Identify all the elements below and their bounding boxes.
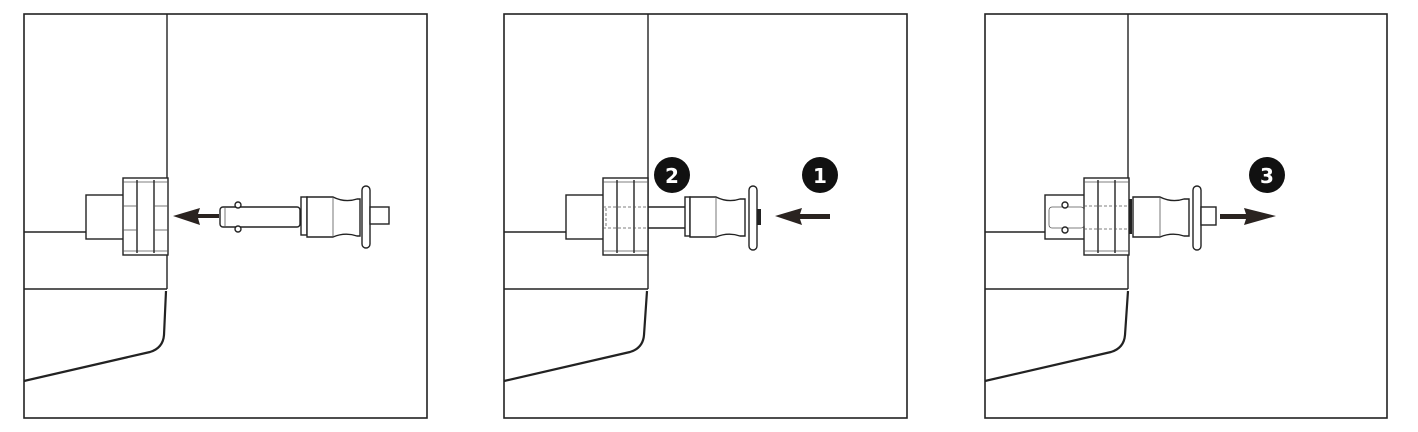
hinge-block xyxy=(85,177,169,256)
pin xyxy=(648,185,761,251)
panel-2: 2 1 xyxy=(503,13,908,419)
panel-3: 3 xyxy=(984,13,1388,419)
step-badge-1: 1 xyxy=(802,157,838,193)
arrow-right-icon xyxy=(1220,208,1276,225)
arrow-left-icon xyxy=(775,208,830,225)
step-badge-2: 2 xyxy=(654,157,690,193)
hinge-block xyxy=(565,177,649,256)
svg-text:2: 2 xyxy=(665,164,679,188)
panel-1 xyxy=(23,13,428,419)
pin xyxy=(1129,185,1217,251)
pin xyxy=(219,185,390,249)
hinge-block xyxy=(1044,177,1130,256)
svg-text:1: 1 xyxy=(813,164,827,188)
svg-text:3: 3 xyxy=(1260,164,1274,188)
step-badge-3: 3 xyxy=(1249,157,1285,193)
arrow-left-icon xyxy=(173,208,219,225)
